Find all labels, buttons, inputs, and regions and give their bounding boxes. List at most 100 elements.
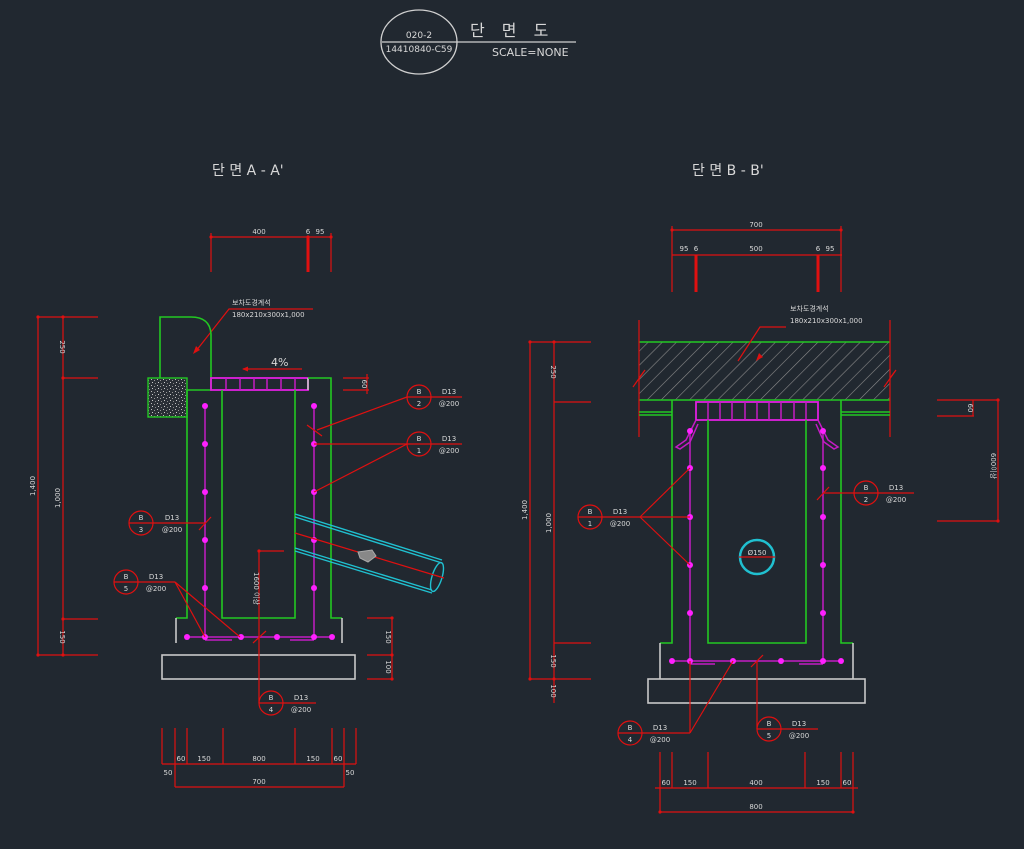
dim-text: 60 [334, 755, 343, 763]
dim-text: 60 [360, 380, 368, 389]
rebar-tag: B 5 D13 @200 [113, 569, 241, 638]
tag-text: B [628, 724, 633, 732]
curb-stone [159, 316, 212, 391]
section-a-right-dimension: 150 100 [367, 616, 394, 681]
rebar-dot [687, 428, 693, 434]
rebar-dot [820, 658, 826, 664]
section-a: 단 면 A - A' 400 6 95 보차도경계석 180x210x300x1… [29, 163, 462, 788]
tag-text: B [139, 514, 144, 522]
rebar-dot [669, 658, 675, 664]
curb-label: 보차도경계석 [790, 304, 829, 313]
tag-text: @200 [789, 732, 809, 740]
rebar-dot [202, 441, 208, 447]
dim-text: 60 [662, 779, 671, 787]
tag-text: @200 [886, 496, 906, 504]
tag-text: D13 [149, 573, 163, 581]
dim-text: 700 [749, 221, 762, 229]
dim-text: 800 [252, 755, 265, 763]
tag-text: @200 [610, 520, 630, 528]
tag-text: 5 [767, 732, 771, 740]
tag-text: 5 [124, 585, 128, 593]
tag-text: B [124, 573, 129, 581]
rebar-dot [311, 585, 317, 591]
dim-text: 150 [683, 779, 696, 787]
tag-text: 3 [139, 526, 143, 534]
tag-text: @200 [146, 585, 166, 593]
dim-text: 150 [58, 630, 66, 643]
rebar-dot [820, 514, 826, 520]
section-a-title: 단 면 A - A' [212, 163, 284, 179]
tag-text: D13 [442, 388, 456, 396]
section-a-curb-callout: 보차도경계석 180x210x300x1,000 [193, 298, 313, 354]
channel-inner [707, 420, 807, 644]
tag-text: 4 [628, 736, 633, 744]
pipe-diameter-label: Ø150 [748, 549, 767, 557]
section-b-left-dimension: 1,400 250 1,000 150 100 [521, 340, 591, 703]
dim-text: 600이상 [989, 453, 998, 480]
rebar-dot [311, 403, 317, 409]
rebar-dot [838, 658, 844, 664]
dim-text: 250 [58, 340, 66, 353]
tag-text: D13 [792, 720, 806, 728]
base-slab-sides [175, 618, 343, 643]
section-b-top-dimension: 700 95 6 500 6 95 [670, 221, 843, 292]
dim-text: 150 [306, 755, 319, 763]
rebar-tag: B 5 D13 @200 [750, 654, 818, 742]
rebar-dot [238, 634, 244, 640]
dim-text: 50 [164, 769, 173, 777]
dim-text: 800 [749, 803, 762, 811]
dim-text: 6 [306, 228, 311, 236]
pipe-fitting-icon [357, 549, 377, 563]
tag-text: @200 [439, 447, 459, 455]
dim-text: 60 [843, 779, 852, 787]
tag-text: D13 [294, 694, 308, 702]
curb-stone-hatched [639, 342, 890, 400]
dim-text: 1,000 [54, 488, 62, 508]
tag-text: @200 [162, 526, 182, 534]
rebar-dot [820, 610, 826, 616]
dim-text: 1,000 [545, 513, 553, 533]
dim-text: 400 [749, 779, 762, 787]
section-b-right-dimension: 60 600이상 [937, 398, 1000, 523]
tag-text: D13 [442, 435, 456, 443]
dim-text: 500 [749, 245, 762, 253]
section-b-rebar-dots [669, 428, 844, 664]
curb-spec: 180x210x300x1,000 [232, 311, 305, 319]
dim-text: 6 [694, 245, 699, 253]
tag-text: B [269, 694, 274, 702]
drawing-title: 단 면 도 [470, 21, 554, 40]
rebar-dot [820, 465, 826, 471]
tag-text: B [864, 484, 869, 492]
tag-text: 1 [588, 520, 592, 528]
section-b-curb-callout: 보차도경계석 180x210x300x1,000 [790, 304, 863, 325]
wall-left-outer [176, 390, 188, 619]
rebar-tag: B 4 D13 @200 [252, 618, 316, 716]
grating [674, 401, 840, 450]
tag-text: 2 [864, 496, 868, 504]
rebar-dot [329, 634, 335, 640]
dim-text: 95 [316, 228, 325, 236]
section-a-bottom-dimension: 60 150 800 150 60 50 50 700 [161, 728, 357, 788]
rebar-tag: B 2 D13 @200 [306, 384, 462, 437]
wall-right-outer [308, 377, 342, 619]
tag-text: D13 [889, 484, 903, 492]
section-b-rebars [672, 430, 841, 665]
dim-text: 150 [384, 630, 392, 643]
dim-text: 95 [680, 245, 689, 253]
dim-text: 100 [384, 660, 392, 673]
rebar-tag: B 2 D13 @200 [816, 480, 914, 506]
rebar-tag: B 1 D13 @200 [577, 467, 691, 566]
rebar-dot [687, 610, 693, 616]
gravel-fill [147, 377, 188, 418]
rebar-dot [202, 537, 208, 543]
tag-text: 1 [417, 447, 421, 455]
tag-text: D13 [165, 514, 179, 522]
dim-text: 60 [177, 755, 186, 763]
drawing-number: 020-2 [406, 31, 432, 41]
dim-text: 400 [252, 228, 265, 236]
rebar-dot [311, 634, 317, 640]
rebar-tag: B 3 D13 @200 [128, 510, 212, 536]
rebar-dot [820, 428, 826, 434]
rebar-dot [202, 585, 208, 591]
